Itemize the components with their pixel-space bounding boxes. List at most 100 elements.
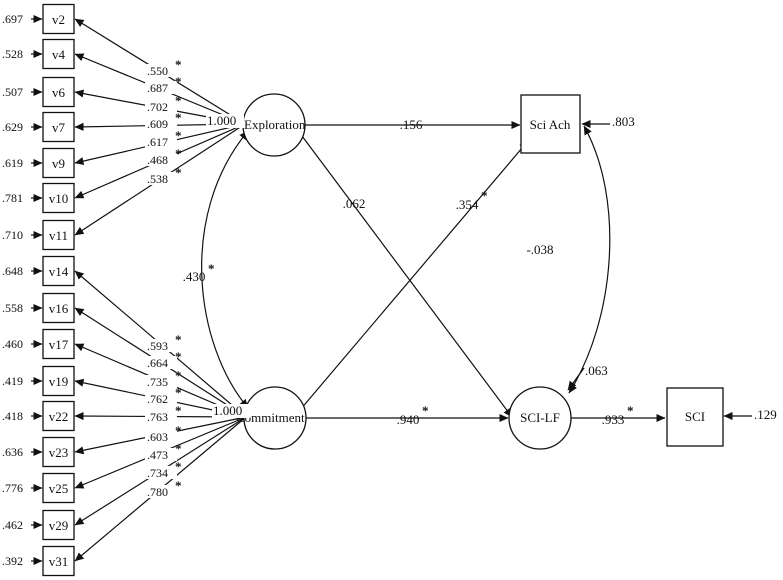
loading-star: * [175, 146, 182, 161]
indicator-label: v23 [49, 445, 69, 460]
exploration-fixed-loading: 1.000 [207, 113, 236, 128]
commitment-fixed-loading: 1.000 [213, 403, 242, 418]
indicator-v10: .781 v10 [2, 182, 75, 214]
loading-star: * [175, 110, 182, 125]
sci-residual: .129 [754, 407, 777, 422]
exploration-loading-v11: .538 [147, 172, 168, 186]
loading-label-bg [145, 100, 177, 113]
indicator-box [42, 365, 75, 397]
indicator-v6: .507 v6 [2, 76, 75, 108]
path-commitment-to-sciach [299, 140, 529, 411]
indicator-residual: .776 [2, 481, 23, 495]
indicator-box [42, 255, 75, 287]
loading-star: * [175, 441, 182, 456]
indicator-residual: .648 [2, 264, 23, 278]
indicator-box [42, 219, 75, 251]
loading-star: * [175, 165, 182, 180]
exploration-latent: Exploration [242, 93, 306, 157]
loading-star: * [175, 332, 182, 347]
coef-scilf-sci-star: * [627, 403, 634, 418]
indicator-residual: .629 [2, 120, 23, 134]
loading-label-bg [145, 81, 177, 94]
commitment-fixed-bg [212, 404, 250, 418]
indicator-box [42, 38, 75, 70]
indicator-label: v31 [49, 554, 69, 569]
indicator-label: v2 [52, 12, 65, 27]
indicator-label: v19 [49, 374, 69, 389]
sciach-residual: .803 [612, 114, 635, 129]
loading-star: * [175, 128, 182, 143]
indicator-label: v29 [49, 518, 69, 533]
coef-commitment-sciach: .354 [456, 197, 479, 212]
coef-latent-covariance-star: * [208, 261, 215, 276]
coef-exploration-scilf: .062 [343, 196, 366, 211]
sci-label: SCI [685, 409, 705, 424]
indicator-label: v14 [49, 264, 69, 279]
exploration-loading-v9: .617 [147, 135, 168, 149]
loading-label-bg [145, 448, 177, 461]
indicator-residual: .418 [2, 409, 23, 423]
scilf-disturbance-arrow [567, 367, 585, 391]
indicator-residual: .710 [2, 228, 23, 242]
exploration-loading-v6: .702 [147, 100, 168, 114]
indicator-label: v17 [49, 337, 69, 352]
loading-star: * [175, 57, 182, 72]
indicator-box [42, 472, 75, 504]
commitment-loading-v16: .664 [147, 356, 168, 370]
path-exploration-to-scilf [301, 135, 513, 418]
latent-covariance-arc [201, 130, 249, 409]
indicator-residual: .558 [2, 301, 23, 315]
indicator-residual: .528 [2, 47, 23, 61]
scilf-label: SCI-LF [520, 410, 560, 425]
loading-star: * [175, 423, 182, 438]
loading-label-bg [145, 430, 177, 443]
residual-covariance-arc [568, 125, 611, 394]
coef-residual-covariance: -.038 [526, 242, 553, 257]
commitment-loading-v31: .780 [147, 485, 168, 499]
loading-label-bg [145, 356, 177, 369]
indicator-box [42, 509, 75, 541]
indicator-box [42, 436, 75, 468]
commitment-loading-v29: .734 [147, 466, 168, 480]
indicator-residual: .507 [2, 85, 23, 99]
indicator-label: v11 [49, 228, 68, 243]
exploration-fixed-bg [206, 114, 244, 128]
loading-star: * [175, 459, 182, 474]
indicator-label: v6 [52, 85, 66, 100]
exploration-label: Exploration [244, 117, 306, 132]
loading-label-bg [145, 172, 177, 185]
coef-commitment-scilf: .940 [397, 412, 420, 427]
indicator-box [42, 76, 75, 108]
indicator-label: v10 [49, 191, 69, 206]
indicator-residual: .781 [2, 191, 23, 205]
commitment-loading-v25: .473 [147, 448, 168, 462]
indicator-box [42, 182, 75, 214]
loading-label-bg [145, 153, 177, 166]
loading-label-bg [145, 485, 177, 498]
commitment-loading-v17: .735 [147, 375, 168, 389]
indicator-label: v25 [49, 481, 69, 496]
indicator-label: v4 [52, 47, 66, 62]
coef-scilf-sci: .933 [602, 412, 625, 427]
commitment-label: Commitment [236, 410, 305, 425]
loading-label-bg [145, 466, 177, 479]
indicator-v11: .710 v11 [2, 219, 75, 251]
indicator-box [42, 147, 75, 179]
exploration-loading-v7: .609 [147, 117, 168, 131]
commitment-loading-v14: .593 [147, 339, 168, 353]
loading-star: * [175, 93, 182, 108]
sciach-label: Sci Ach [530, 117, 571, 132]
commitment-loading-v19: .762 [147, 392, 168, 406]
coef-exploration-sciach: .156 [400, 117, 423, 132]
loading-star: * [175, 349, 182, 364]
loading-star: * [175, 74, 182, 89]
indicator-box [42, 111, 75, 143]
scilf-residual: .063 [585, 363, 608, 378]
exploration-loading-v2: .550 [147, 64, 168, 78]
